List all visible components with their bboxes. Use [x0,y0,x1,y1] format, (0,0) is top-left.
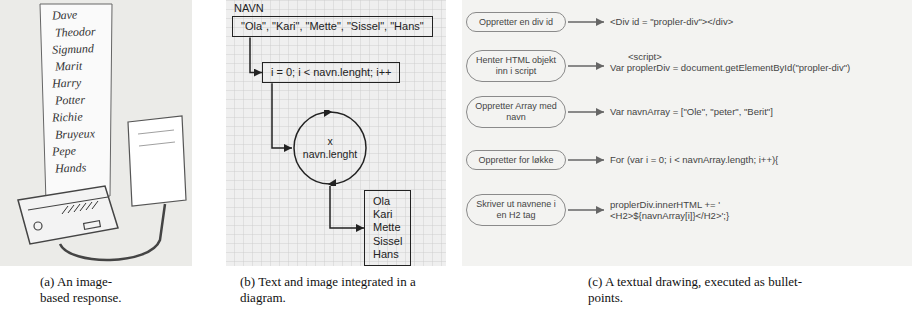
connector-arrow [330,186,364,228]
node-text: proplerDiv.innerHTML += ' <H2>${navnArra… [610,199,770,222]
paper-strip [40,4,112,202]
node-text: Skriver ut navnene i en H2 tag [475,199,557,221]
node-text: "Ola", "Kari", "Mette", "Sissel", "Hans" [241,20,424,33]
printer-label [84,221,101,230]
node-text: Var navnArray = ["Ole", "peter", "Berit"… [610,106,773,117]
paper-ground [226,0,446,266]
loop-circle: xnavn.lenght [292,110,368,186]
code-line: <Div id = "propler-div"></div> [604,14,737,29]
step-oval: Oppretter for løkke [466,150,566,171]
code-line: For (var i = 0; i < navnArray.length; i+… [604,152,782,167]
page-lines [138,130,175,146]
array-box: NAVN "Ola", "Kari", "Mette", "Sissel", "H… [232,2,433,37]
connector-arrow [250,37,262,72]
handwritten-name: Hands [55,160,87,176]
caption: (a) An image-based response. [40,274,140,307]
loop-arrowhead [328,179,336,186]
step-oval: Skriver ut navnene i en H2 tag [466,194,566,226]
caption: (b) Text and image integrated in a diagr… [240,274,434,307]
handwritten-name: Harry [52,75,82,91]
connector-arrow [568,111,604,113]
node-text: Henter HTML objekt inn i script [475,55,557,77]
loop-box: i = 0; i < navn.lenght; i++ [262,62,400,83]
step-oval: Henter HTML objekt inn i script [466,50,566,82]
printer-body [18,186,118,244]
handwritten-name: Marit [55,59,83,75]
handwritten-name: Dave [52,8,78,24]
array-box-border: "Ola", "Kari", "Mette", "Sissel", "Hans" [232,16,433,37]
handwritten-name: Bruyeux [55,126,95,142]
step-oval: Oppretter en div id [466,12,566,33]
node-text: NAVN [232,2,433,15]
connector-arrow [568,209,604,211]
caption: (c) A textual drawing, executed as bulle… [588,274,812,307]
grid-paper [226,0,446,266]
code-line: proplerDiv.innerHTML += ' <H2>${navnArra… [604,197,774,224]
node-text: Oppretter en div id [475,17,557,28]
handwritten-name: Theodor [55,24,96,40]
paper-ground [462,0,912,266]
connector-arrow [568,65,604,67]
handwritten-name: Richie [52,109,83,125]
handwritten-name: Potter [55,92,86,108]
printer-button [34,222,42,230]
node-text: x [327,135,332,148]
connector-arrow [568,21,604,23]
connector-arrow [272,83,292,148]
node-text: Oppretter for løkke [475,155,557,166]
node-text: <Div id = "propler-div"></div> [610,16,733,27]
node-text: For (var i = 0; i < navnArray.length; i+… [610,154,778,165]
code-line: <script>Var proplerDiv = document.getEle… [604,49,854,76]
code-line: Var navnArray = ["Ole", "peter", "Berit"… [604,104,777,119]
node-text: Ola Kari Mette Sissel Hans [373,195,402,261]
node-text: i = 0; i < navn.lenght; i++ [271,66,391,79]
node-text: navn.lenght [303,148,357,161]
printer-hatching [62,201,98,214]
handwritten-name: Pepe [52,144,76,160]
loop-arrowhead [324,110,332,117]
handwritten-name: Sigmund [52,41,94,57]
node-text: Var proplerDiv = document.getElementById… [610,62,850,73]
node-text: Oppretter Array med navn [475,101,557,123]
output-box: Ola Kari Mette Sissel Hans [364,190,411,266]
output-page [128,116,186,206]
loop-circle-outline [294,112,366,184]
photo-ground [0,0,192,266]
node-text: <script> [610,51,850,62]
connector-arrow [568,159,604,161]
step-oval: Oppretter Array med navn [466,96,566,128]
